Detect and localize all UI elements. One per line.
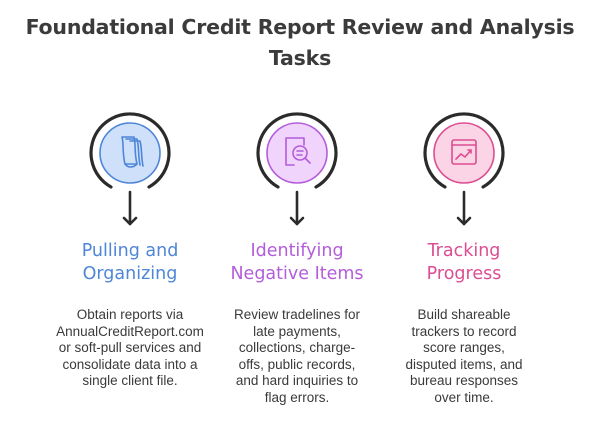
chart-trend-icon: [451, 139, 477, 165]
title-line-1: Foundational Credit Report Review and An…: [25, 15, 575, 39]
step-heading: Tracking Progress: [426, 241, 502, 284]
step-badge: [419, 108, 509, 230]
step-description: Review tradelines for late payments, col…: [233, 307, 361, 405]
step-description: Obtain reports via AnnualCreditReport.co…: [56, 307, 204, 388]
documents-icon: [121, 136, 144, 168]
magnifying-glass-document-icon: [285, 137, 311, 166]
step-pulling-organizing: Pulling and Organizing Obtain reports vi…: [40, 108, 220, 390]
step-description: Build shareable trackers to record score…: [405, 307, 523, 405]
step-heading: Identifying Negative Items: [230, 241, 364, 284]
step-badge: [85, 108, 175, 230]
step-badge: [252, 108, 342, 230]
step-identifying-negative-items: Identifying Negative Items Review tradel…: [207, 108, 387, 406]
step-tracking-progress: Tracking Progress Build shareable tracke…: [374, 108, 554, 406]
title-line-2: Tasks: [268, 46, 332, 70]
step-heading: Pulling and Organizing: [81, 241, 179, 284]
page-title: Foundational Credit Report Review and An…: [0, 12, 600, 74]
